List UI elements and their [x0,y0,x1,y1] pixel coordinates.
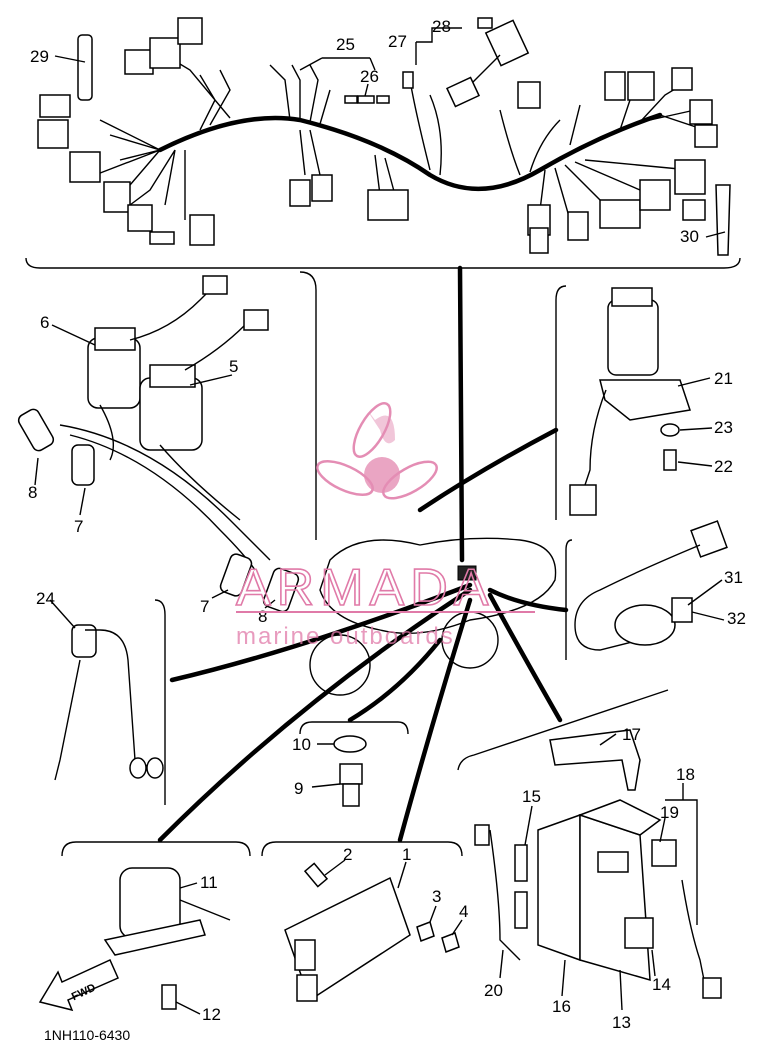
ignition-coil-group [17,275,300,613]
main-switch-group [569,287,691,516]
label-part-16: 16 [552,997,571,1016]
label-part-2: 2 [343,845,352,864]
label-part-15: 15 [522,787,541,806]
label-part-25: 25 [336,35,355,54]
label-part-11: 11 [200,873,218,892]
label-part-18: 18 [676,765,695,784]
label-part-4: 4 [459,902,468,921]
label-part-28: 28 [432,17,451,36]
label-part-26: 26 [360,67,379,86]
label-part-12: 12 [202,1005,221,1024]
battery-group [474,729,722,999]
label-part-13: 13 [612,1013,631,1032]
sensor-9-10-group [333,735,367,807]
label-part-5: 5 [229,357,238,376]
label-part-8b: 8 [258,607,267,626]
label-part-20: 20 [484,981,503,1000]
label-part-8a: 8 [28,483,37,502]
label-part-6: 6 [40,313,49,332]
label-part-31: 31 [724,568,743,587]
neutral-switch-group [574,520,728,651]
label-part-7a: 7 [74,517,83,536]
label-part-30: 30 [680,227,699,246]
leader-lines [34,27,726,1015]
label-part-7b: 7 [200,597,209,616]
label-part-21: 21 [714,369,733,388]
watermark: ARMADA marine outboards [235,402,535,650]
main-wire-harness [37,17,731,256]
forward-arrow [38,959,119,1012]
relay-11-group [103,867,231,1010]
label-part-14: 14 [652,975,671,994]
label-part-17: 17 [622,725,641,744]
label-part-23: 23 [714,418,733,437]
label-part-32: 32 [727,609,746,628]
label-part-24: 24 [36,589,55,608]
label-part-1: 1 [402,845,411,864]
label-part-22: 22 [714,457,733,476]
frame-lines [25,257,741,857]
label-part-3: 3 [432,887,441,906]
part-labels: 1 2 3 4 5 6 7 7 8 8 9 10 11 12 13 14 15 … [28,17,746,1032]
ignitor-unit-group [284,862,460,1002]
watermark-brand: ARMADA [236,559,494,617]
routing-lines [157,265,569,843]
drawing-code: 1NH110-6430 [44,1027,130,1043]
label-part-27: 27 [388,32,407,51]
sensor-24-group [54,624,164,781]
watermark-propeller-logo [316,402,438,500]
label-part-29: 29 [30,47,49,66]
label-part-19: 19 [660,803,679,822]
label-part-10: 10 [292,735,311,754]
label-part-9: 9 [294,779,303,798]
watermark-tagline: marine outboards [236,623,455,650]
